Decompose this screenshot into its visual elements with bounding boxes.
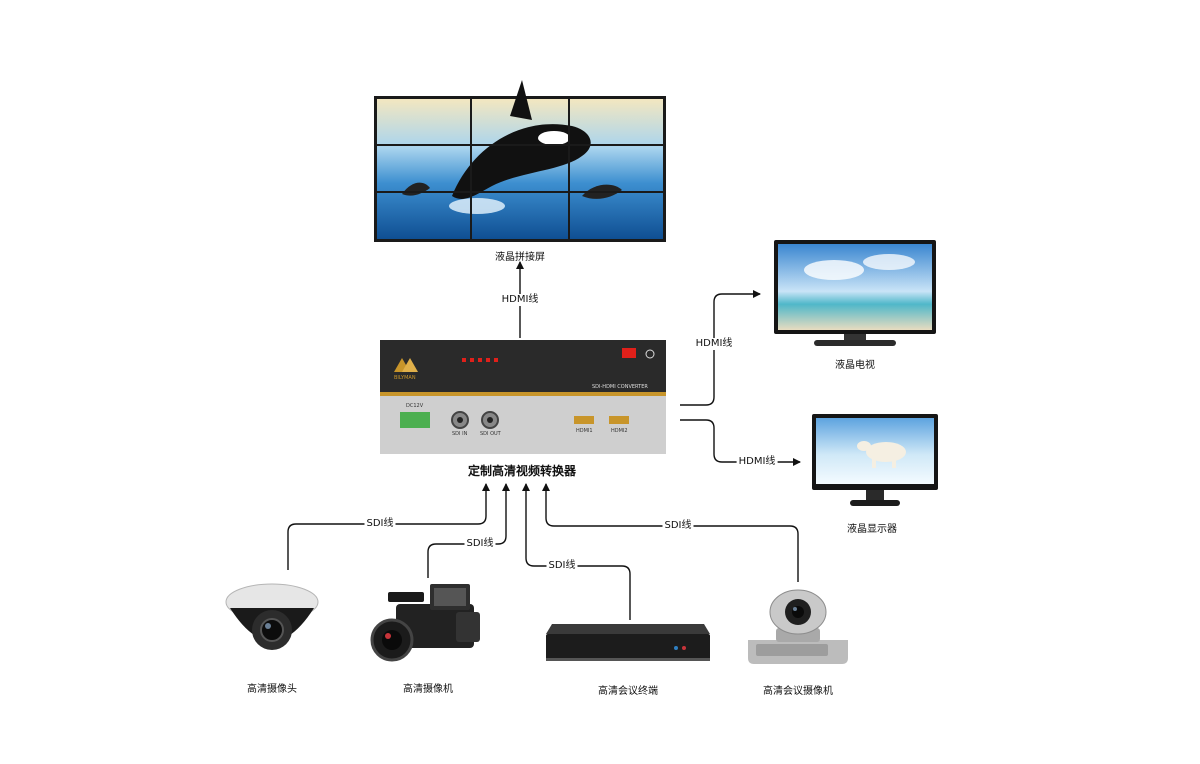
wire-label-from-conf-camera: SDI线 (662, 520, 694, 532)
dome-camera-label: 高清摄像头 (247, 684, 297, 695)
conference-terminal-icon (544, 620, 712, 668)
wire-to-monitor (680, 419, 801, 466)
tv-label: 液晶电视 (835, 360, 875, 371)
converter-brand: BILYMAN (394, 375, 416, 381)
dome-camera-icon (222, 574, 322, 670)
converter-power-label: DC12V (406, 403, 424, 409)
terminal-label: 高清会议终端 (598, 686, 658, 697)
camcorder-icon (366, 576, 490, 672)
wire-from-terminal (522, 483, 631, 620)
wire-label-from-terminal: SDI线 (546, 560, 578, 572)
port-label-hdmi2: HDMI2 (611, 428, 628, 434)
video-wall-label: 液晶拼接屏 (495, 252, 545, 263)
port-label-hdmi1: HDMI1 (576, 428, 593, 434)
wire-label-from-dome: SDI线 (364, 518, 396, 530)
video-wall-icon (372, 76, 668, 244)
conf-camera-label: 高清会议摄像机 (763, 686, 833, 697)
converter-device-icon: BILYMAN SDI-HDMI CONVERTER DC12V SDI IN … (380, 340, 666, 454)
ptz-camera-icon (744, 584, 852, 670)
converter-model-text: SDI-HDMI CONVERTER (592, 384, 648, 390)
port-label-sdi-in: SDI IN (452, 431, 468, 437)
monitor-label: 液晶显示器 (847, 524, 897, 535)
wire-from-camcorder (427, 483, 510, 578)
converter-label: 定制高清视频转换器 (467, 464, 577, 478)
port-label-sdi-out: SDI OUT (480, 431, 501, 437)
camcorder-label: 高清摄像机 (403, 684, 453, 695)
wire-from-conf-camera (542, 483, 799, 582)
monitor-icon (812, 414, 938, 512)
wire-label-to-wall: HDMI线 (499, 294, 541, 306)
wire-label-to-monitor: HDMI线 (736, 456, 778, 468)
wire-label-to-tv: HDMI线 (693, 338, 735, 350)
tv-icon (774, 240, 936, 350)
wire-label-from-camcorder: SDI线 (464, 538, 496, 550)
